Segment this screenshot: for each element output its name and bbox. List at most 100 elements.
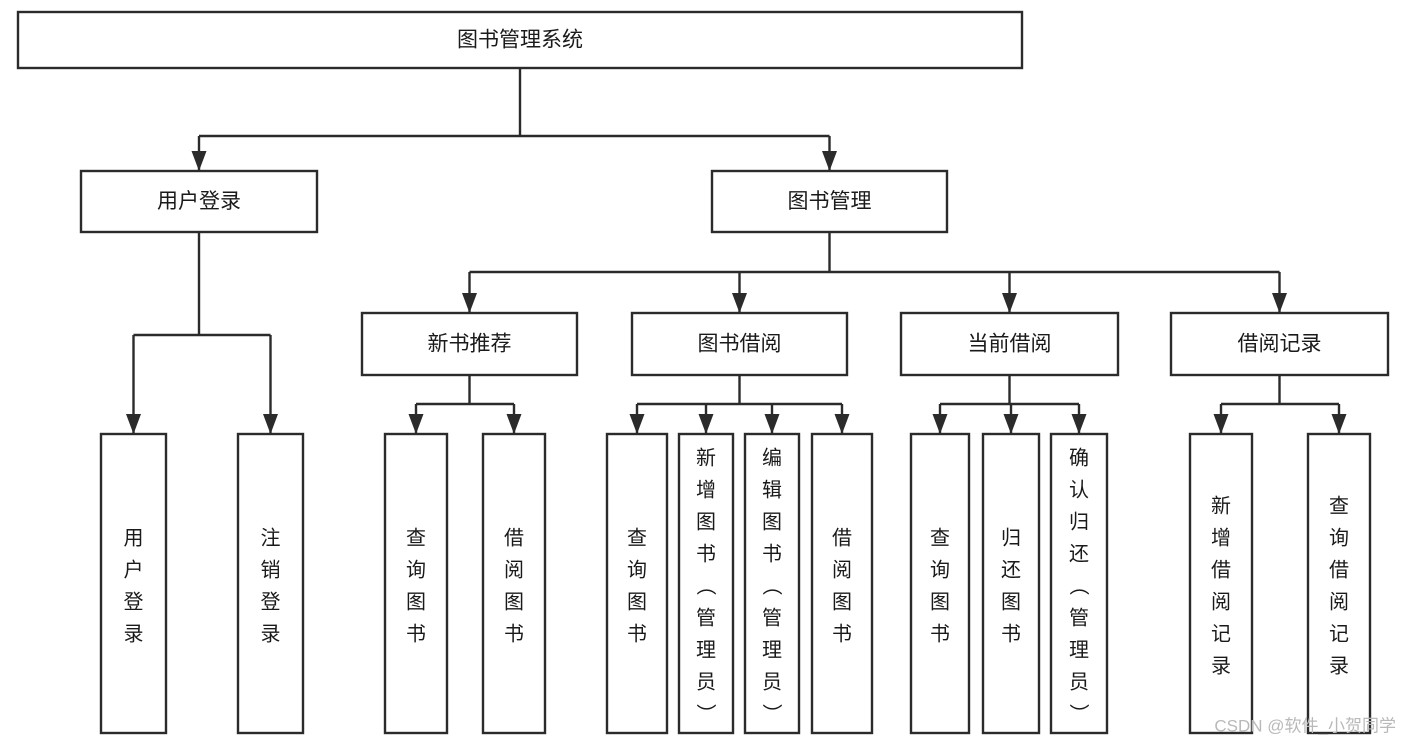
- node-label-leaf-confirm-return-char-3: 还: [1069, 542, 1089, 565]
- node-box-leaf-add-book: [677, 432, 735, 735]
- node-box-leaf-query-book-1: [383, 432, 449, 735]
- node-label-leaf-confirm-return-char-5: 管: [1069, 606, 1089, 629]
- node-label-leaf-edit-book-char-1: 辑: [762, 478, 782, 501]
- node-label-leaf-return-book-char-3: 书: [1001, 622, 1021, 645]
- node-label-leaf-user-login-char-0: 用: [124, 527, 144, 549]
- arrow-head-user_login-0: [126, 414, 141, 434]
- node-label-leaf-add-book-char-5: 管: [696, 606, 716, 629]
- arrow-head-borrow_record-1: [1331, 414, 1347, 434]
- node-box-book-manage: [710, 169, 949, 234]
- node-label-leaf-confirm-return-char-4: （: [1067, 575, 1090, 595]
- node-label-leaf-add-record-char-4: 记: [1211, 622, 1231, 645]
- node-label-leaf-borrow-book-1-char-2: 图: [504, 591, 524, 613]
- node-borrow-record[interactable]: 借阅记录: [1169, 311, 1390, 377]
- node-new-book-rec[interactable]: 新书推荐: [360, 311, 579, 377]
- node-label-leaf-query-record-char-1: 询: [1329, 526, 1349, 549]
- node-label-leaf-query-record-char-2: 借: [1329, 558, 1349, 581]
- arrow-head-current_borrow-0: [932, 414, 948, 434]
- node-label-leaf-add-record-char-5: 录: [1211, 655, 1231, 677]
- arrow-head-book_manage-2: [1002, 293, 1017, 313]
- node-label-leaf-borrow-book-2-char-1: 阅: [832, 558, 852, 581]
- node-box-current-borrow: [899, 311, 1120, 377]
- node-label-leaf-query-record-char-5: 录: [1329, 655, 1349, 677]
- node-label-leaf-confirm-return-char-6: 理: [1069, 639, 1089, 661]
- node-label-borrow-record: 借阅记录: [1238, 333, 1322, 356]
- node-book-borrow[interactable]: 图书借阅: [630, 311, 849, 377]
- node-label-leaf-query-record-char-0: 查: [1329, 494, 1349, 517]
- node-label-leaf-add-record-char-1: 增: [1211, 526, 1231, 549]
- node-current-borrow[interactable]: 当前借阅: [899, 311, 1120, 377]
- node-box-user-login: [79, 169, 319, 234]
- arrow-head-book_borrow-3: [834, 414, 850, 434]
- watermark-layer: CSDN @软件_小贺同学: [1214, 716, 1396, 735]
- node-box-leaf-borrow-book-2: [810, 432, 874, 735]
- node-label-leaf-query-book-3-char-3: 书: [930, 622, 950, 645]
- arrow-head-book_borrow-2: [764, 414, 780, 434]
- arrow-head-book_manage-0: [462, 293, 477, 313]
- node-book-manage[interactable]: 图书管理: [710, 169, 949, 234]
- node-root[interactable]: 图书管理系统: [16, 10, 1024, 70]
- node-leaf-user-login[interactable]: 用户登录: [99, 432, 168, 735]
- arrow-head-new_book_rec-0: [408, 414, 424, 434]
- node-label-leaf-query-book-1-char-2: 图: [406, 591, 426, 613]
- node-box-book-borrow: [630, 311, 849, 377]
- node-label-leaf-confirm-return-char-0: 确: [1069, 446, 1089, 469]
- node-label-leaf-query-book-3-char-1: 询: [930, 558, 950, 581]
- node-label-leaf-query-book-3-char-0: 查: [930, 526, 950, 549]
- node-label-leaf-borrow-book-1-char-1: 阅: [504, 558, 524, 581]
- node-label-leaf-add-book-char-8: ）: [694, 703, 717, 723]
- node-label-leaf-query-book-1-char-0: 查: [406, 526, 426, 549]
- node-label-leaf-query-book-2-char-0: 查: [627, 526, 647, 549]
- node-box-leaf-add-record: [1188, 432, 1254, 735]
- node-label-leaf-edit-book-char-4: （: [760, 575, 783, 595]
- node-label-leaf-add-book-char-0: 新: [696, 446, 716, 469]
- node-box-leaf-borrow-book-1: [481, 432, 547, 735]
- arrow-head-current_borrow-2: [1071, 414, 1087, 434]
- arrow-head-user_login-1: [263, 414, 278, 434]
- node-label-leaf-query-record-char-3: 阅: [1329, 590, 1349, 613]
- node-label-leaf-add-book-char-2: 图: [696, 511, 716, 533]
- arrow-head-book_manage-1: [732, 293, 747, 313]
- node-label-leaf-query-book-2-char-1: 询: [627, 558, 647, 581]
- node-user-login[interactable]: 用户登录: [79, 169, 319, 234]
- node-label-leaf-confirm-return-char-8: ）: [1067, 703, 1090, 723]
- node-label-leaf-confirm-return-char-7: 员: [1069, 671, 1089, 693]
- node-label-book-manage: 图书管理: [788, 190, 872, 213]
- node-box-leaf-query-book-3: [909, 432, 971, 735]
- node-label-leaf-edit-book-char-2: 图: [762, 511, 782, 533]
- node-label-leaf-return-book-char-1: 还: [1001, 558, 1021, 581]
- node-label-root: 图书管理系统: [457, 29, 583, 52]
- node-label-leaf-borrow-book-1-char-3: 书: [504, 622, 524, 645]
- node-label-book-borrow: 图书借阅: [698, 333, 782, 356]
- node-label-leaf-user-login-char-1: 户: [124, 558, 144, 581]
- node-label-leaf-add-book-char-1: 增: [696, 478, 716, 501]
- node-label-current-borrow: 当前借阅: [968, 333, 1052, 356]
- node-box-root: [16, 10, 1024, 70]
- node-label-leaf-add-book-char-4: （: [694, 575, 717, 595]
- node-label-leaf-edit-book-char-7: 员: [762, 671, 782, 693]
- node-label-leaf-query-record-char-4: 记: [1329, 622, 1349, 645]
- connector-layer: [126, 68, 1347, 434]
- node-box-leaf-query-book-2: [605, 432, 669, 735]
- node-label-leaf-query-book-1-char-3: 书: [406, 622, 426, 645]
- node-label-leaf-query-book-3-char-2: 图: [930, 591, 950, 613]
- arrow-head-book_borrow-1: [698, 414, 714, 434]
- node-label-leaf-logout-char-2: 登: [261, 590, 281, 613]
- node-box-leaf-edit-book: [743, 432, 801, 735]
- node-label-leaf-user-login-char-2: 登: [124, 590, 144, 613]
- node-label-leaf-logout-char-3: 录: [261, 623, 281, 645]
